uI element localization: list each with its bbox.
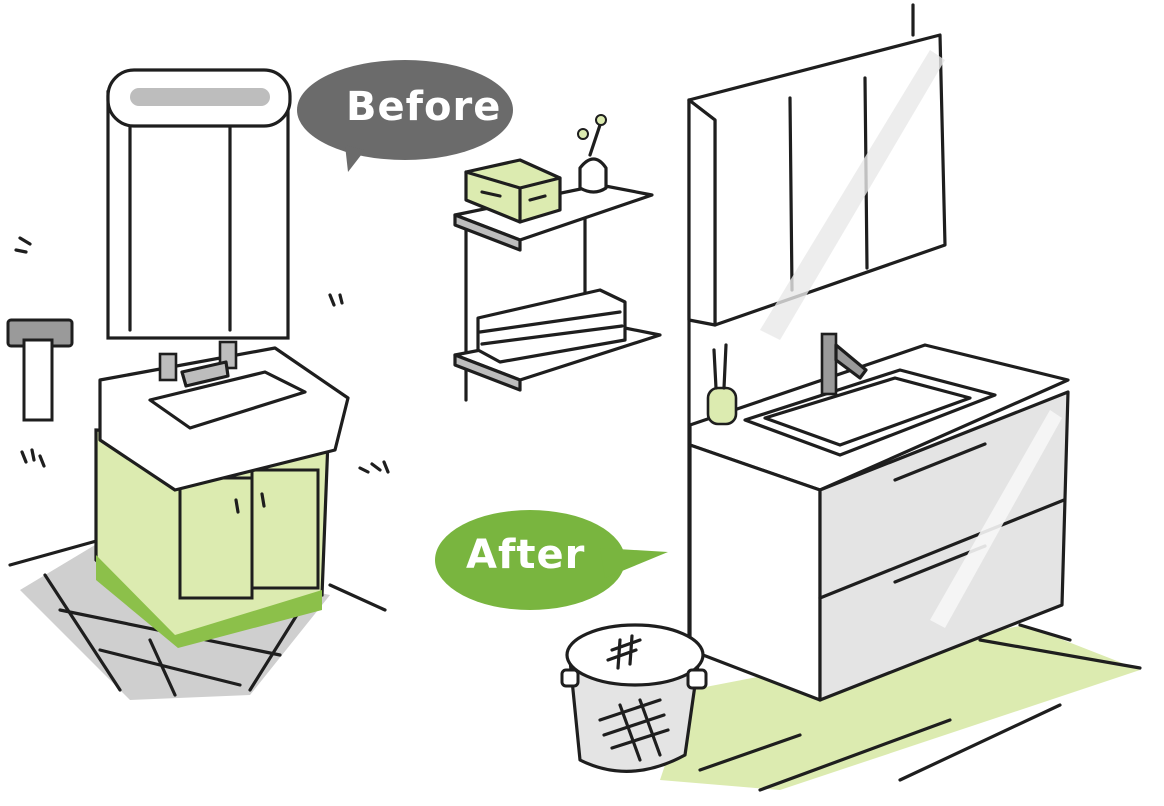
after-floor (660, 623, 1142, 792)
laundry-basket (560, 623, 708, 773)
wall-shelf (453, 114, 662, 402)
before-vanity (94, 340, 350, 648)
after-speech-bubble (435, 510, 668, 610)
before-speech-bubble (297, 60, 513, 172)
before-mirror (106, 68, 292, 340)
after-vanity (688, 332, 1070, 702)
towel-holder (6, 236, 390, 474)
after-mirror-cabinet (687, 33, 947, 340)
